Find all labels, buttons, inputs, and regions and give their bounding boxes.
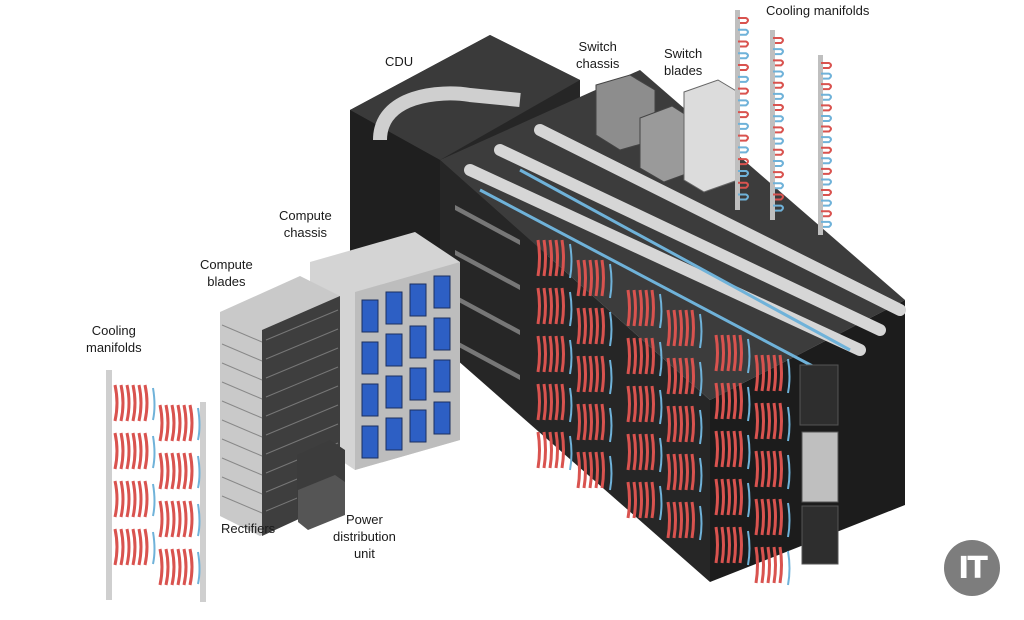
cooling-manifolds-left [106,370,206,602]
cabinet-row [440,70,906,586]
cooling-manifolds-top [735,10,832,235]
label-cooling-manifolds-top: Cooling manifolds [766,3,870,18]
pdu-unit [298,475,345,530]
label-cooling-manifolds-left: Cooling manifolds [86,323,142,355]
label-power-distribution-unit: Power distribution unit [333,512,396,561]
switch-chassis [595,74,698,183]
label-compute-chassis: Compute chassis [279,208,332,240]
label-cdu: CDU [385,54,414,69]
label-rectifiers: Rectifiers [221,521,276,536]
label-switch-blades: Switch blades [664,46,703,78]
switch-blades [683,79,739,193]
label-compute-blades: Compute blades [200,257,253,289]
label-switch-chassis: Switch chassis [576,39,620,71]
compute-chassis [310,232,460,470]
it-logo: IT [944,540,1000,596]
